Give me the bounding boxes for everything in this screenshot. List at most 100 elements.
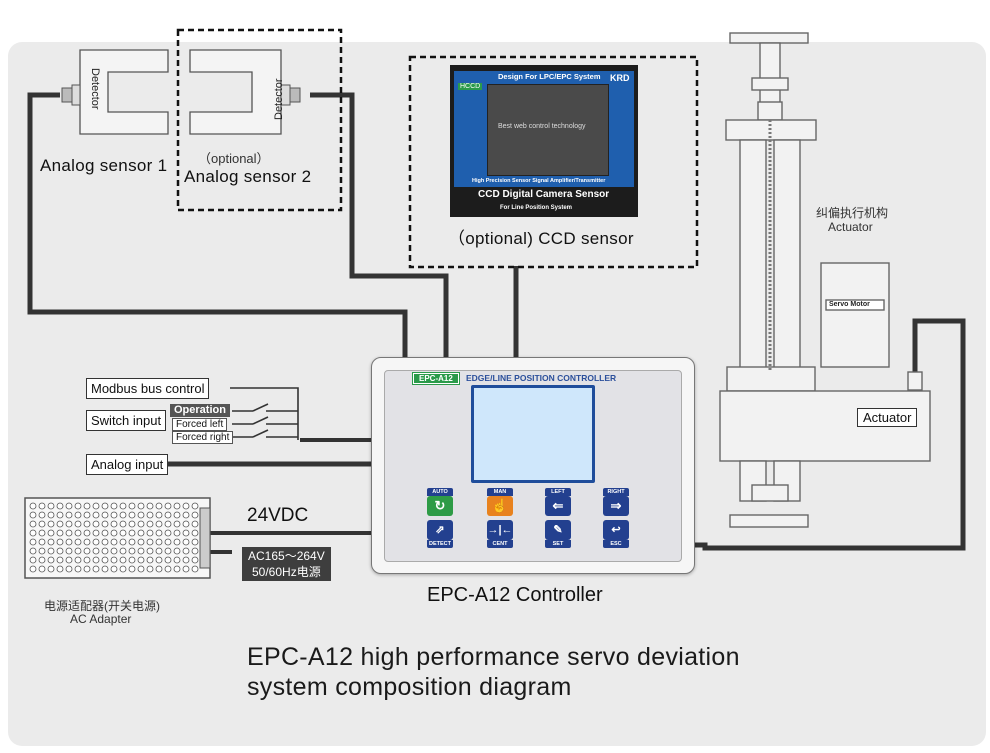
adapter-vent-hole — [191, 538, 199, 546]
adapter-vent-hole — [74, 547, 82, 555]
key-detect-button[interactable]: ⇗ — [427, 520, 453, 540]
adapter-vent-hole — [65, 511, 73, 519]
adapter-vent-hole — [173, 538, 181, 546]
adapter-vent-hole — [101, 538, 109, 546]
adapter-vent-hole — [119, 547, 127, 555]
wire-actuator — [693, 318, 966, 551]
key-label-man: MAN — [487, 488, 513, 496]
adapter-vent-hole — [56, 511, 64, 519]
adapter-vent-hole — [164, 556, 172, 564]
ccd-optional-frame — [408, 55, 699, 269]
adapter-vent-hole — [74, 565, 82, 573]
controller-label: EPC-A12 Controller — [427, 584, 603, 606]
voltage-label: 24VDC — [247, 505, 309, 526]
adapter-vent-hole — [182, 565, 190, 573]
adapter-vent-hole — [146, 547, 154, 555]
servo-motor-label: Servo Motor — [829, 301, 870, 308]
sensor2-detector-text: Detector — [273, 78, 285, 120]
adapter-vent-hole — [173, 520, 181, 528]
adapter-vent-hole — [119, 502, 127, 510]
ac-spec-box: AC165～264V 50/60Hz电源 — [242, 547, 331, 581]
sensor1-body — [79, 49, 169, 135]
adapter-vent-hole — [92, 502, 100, 510]
adapter-vent-hole — [155, 502, 163, 510]
key-set-button[interactable]: ✎ — [545, 520, 571, 540]
adapter-vent-hole — [29, 547, 37, 555]
adapter-vent-hole — [74, 511, 82, 519]
adapter-vent-hole — [65, 547, 73, 555]
ccd-screen-text: Best web control technology — [498, 123, 586, 130]
ccd-bar-text: High Precision Sensor Signal Amplifier/T… — [472, 178, 606, 184]
adapter-vent-hole — [38, 529, 46, 537]
adapter-vent-hole — [137, 502, 145, 510]
adapter-vent-hole — [101, 520, 109, 528]
adapter-vent-hole — [47, 502, 55, 510]
adapter-vent-hole — [83, 529, 91, 537]
adapter-vent-hole — [92, 556, 100, 564]
adapter-vent-hole — [74, 529, 82, 537]
sensor2-optional-note: （optional） — [198, 151, 270, 166]
adapter-vent-hole — [56, 547, 64, 555]
actuator-cn-label: 纠偏执行机构 — [816, 206, 889, 220]
adapter-vent-hole — [155, 529, 163, 537]
operation-title: Operation — [170, 404, 230, 417]
key-cent-button[interactable]: →|← — [487, 520, 513, 540]
ac-spec-line2: 50/60Hz电源 — [252, 565, 321, 579]
ccd-hccd-tag: HCCD — [458, 83, 483, 90]
adapter-vent-hole — [191, 547, 199, 555]
ccd-subname: For Line Position System — [500, 205, 573, 211]
sensor2-optional-frame — [176, 28, 343, 212]
adapter-vent-hole — [128, 547, 136, 555]
adapter-vent-hole — [56, 565, 64, 573]
ac-spec-line1: AC165～264V — [248, 549, 325, 563]
adapter-vent-hole — [182, 547, 190, 555]
key-left-button[interactable]: ⇐ — [545, 496, 571, 516]
adapter-vent-hole — [38, 502, 46, 510]
adapter-vent-hole — [38, 565, 46, 573]
adapter-vent-hole — [173, 511, 181, 519]
adapter-vent-hole — [155, 520, 163, 528]
ccd-header: Design For LPC/EPC System — [498, 72, 601, 81]
adapter-vent-hole — [191, 556, 199, 564]
key-auto-button[interactable]: ↻ — [427, 496, 453, 516]
sensor2-body — [189, 49, 282, 135]
adapter-vent-hole — [137, 556, 145, 564]
adapter-vent-hole — [38, 520, 46, 528]
adapter-vent-hole — [38, 511, 46, 519]
sensor1-detector-text: Detector — [89, 68, 101, 110]
adapter-vent-hole — [155, 556, 163, 564]
key-right-button[interactable]: ⇒ — [603, 496, 629, 516]
adapter-vent-hole — [191, 520, 199, 528]
title-line1: EPC-A12 high performance servo deviation — [247, 643, 740, 671]
adapter-vent-hole — [29, 556, 37, 564]
key-esc-button[interactable]: ↩ — [603, 520, 629, 540]
adapter-vent-hole — [47, 511, 55, 519]
adapter-vent-hole — [173, 502, 181, 510]
adapter-vent-hole — [128, 520, 136, 528]
adapter-vent-hole — [155, 547, 163, 555]
adapter-vent-hole — [155, 565, 163, 573]
adapter-vent-hole — [47, 565, 55, 573]
adapter-vent-hole — [56, 538, 64, 546]
adapter-vent-hole — [83, 511, 91, 519]
adapter-vent-hole — [173, 556, 181, 564]
adapter-vent-hole — [164, 520, 172, 528]
sensor1-label: Analog sensor 1 — [40, 156, 168, 175]
key-man-button[interactable]: ☝ — [487, 496, 513, 516]
adapter-vent-hole — [110, 520, 118, 528]
adapter-vent-hole — [182, 511, 190, 519]
adapter-vent-hole — [83, 538, 91, 546]
adapter-vent-hole — [182, 538, 190, 546]
adapter-vent-hole — [137, 511, 145, 519]
adapter-vent-hole — [128, 529, 136, 537]
adapter-vent-hole — [74, 502, 82, 510]
adapter-vent-hole — [92, 565, 100, 573]
adapter-vent-hole — [29, 520, 37, 528]
adapter-vent-hole — [119, 520, 127, 528]
adapter-vent-hole — [29, 538, 37, 546]
adapter-vent-hole — [101, 565, 109, 573]
adapter-vent-hole — [29, 511, 37, 519]
adapter-vent-hole — [65, 520, 73, 528]
adapter-vent-hole — [164, 565, 172, 573]
adapter-vent-hole — [137, 529, 145, 537]
